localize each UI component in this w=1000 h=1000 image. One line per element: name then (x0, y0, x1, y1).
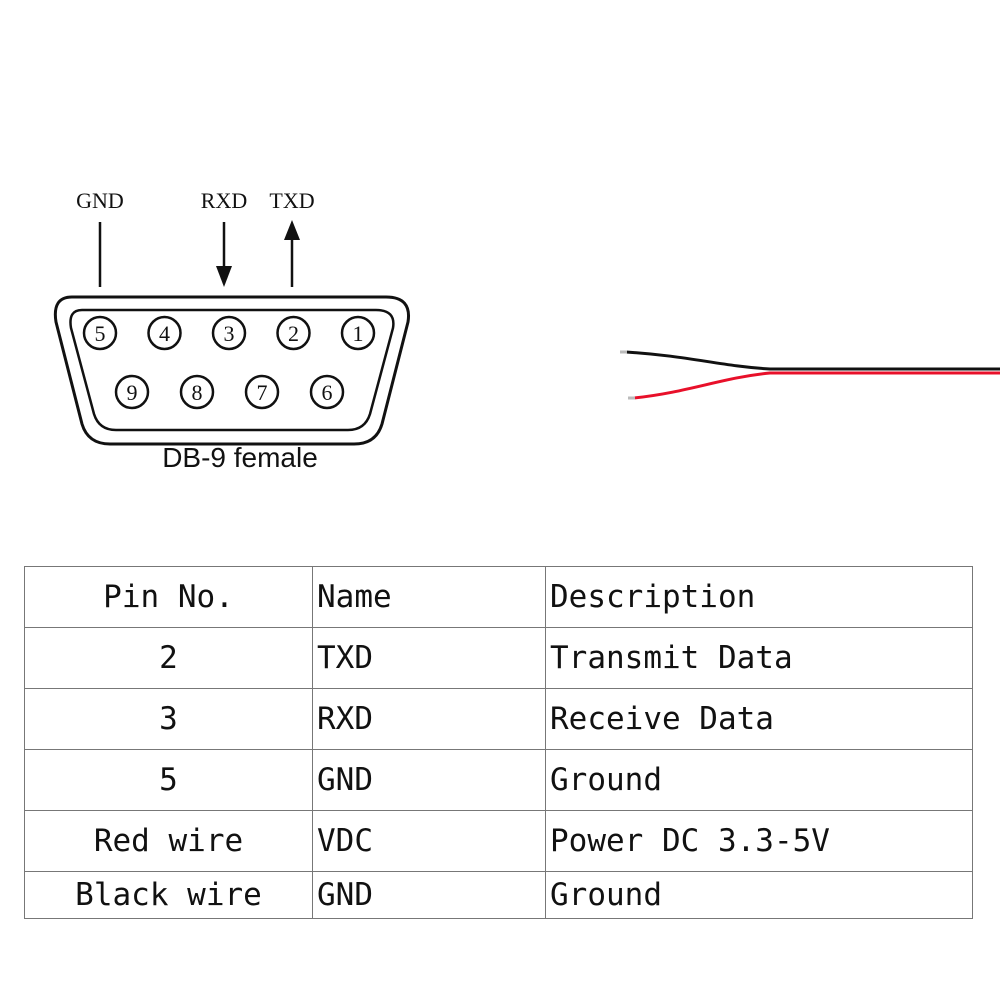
cell-name: VDC (312, 810, 546, 872)
pin-socket-icon (114, 374, 150, 410)
pin-number: 9 (127, 380, 138, 405)
table-row: Red wire VDC Power DC 3.3-5V (24, 810, 973, 872)
pin-socket-icon (244, 374, 280, 410)
cell-name: GND (312, 749, 546, 811)
header-name: Name (312, 566, 546, 628)
pin-number: 6 (322, 380, 333, 405)
table-row: 2 TXD Transmit Data (24, 627, 973, 689)
cell-description: Receive Data (545, 688, 973, 750)
pin-socket-icon (147, 315, 182, 351)
pin-number: 1 (353, 321, 364, 346)
header-pin-no: Pin No. (24, 566, 313, 628)
table-row: Black wire GND Ground (24, 871, 973, 919)
gnd-label: GND (76, 188, 124, 213)
pin-number: 5 (95, 321, 106, 346)
cell-pin: Black wire (24, 871, 313, 919)
cell-pin: 5 (24, 749, 313, 811)
pin-number: 7 (257, 380, 268, 405)
cell-pin: 3 (24, 688, 313, 750)
table-row: 5 GND Ground (24, 749, 973, 811)
cable (620, 350, 1000, 400)
pinout-table: Pin No. Name Description 2 TXD Transmit … (24, 566, 973, 919)
cell-description: Ground (545, 871, 973, 919)
connector-pins: 5 4 3 2 1 9 8 7 6 (82, 315, 376, 410)
pin-socket-icon (82, 315, 118, 351)
pin-number: 2 (288, 321, 299, 346)
table-row: 3 RXD Receive Data (24, 688, 973, 750)
cell-pin: Red wire (24, 810, 313, 872)
connector-diagram: GND RXD TXD 5 4 3 2 1 9 8 7 6 DB-9 female (53, 188, 1000, 473)
pin-number: 4 (159, 321, 170, 346)
txd-label: TXD (269, 188, 314, 213)
cell-name: RXD (312, 688, 546, 750)
txd-arrow-icon (284, 220, 300, 287)
pin-9: 9 (114, 374, 150, 410)
pin-number: 3 (224, 321, 235, 346)
pin-2: 2 (276, 315, 311, 351)
cell-description: Ground (545, 749, 973, 811)
cell-name: TXD (312, 627, 546, 689)
pin-socket-icon (340, 315, 376, 351)
pin-3: 3 (211, 315, 247, 351)
pin-socket-icon (211, 315, 247, 351)
pin-5: 5 (82, 315, 118, 351)
rxd-label: RXD (201, 188, 247, 213)
pin-7: 7 (244, 374, 280, 410)
black-wire (625, 350, 1000, 371)
table-header-row: Pin No. Name Description (24, 566, 973, 628)
pin-socket-icon (276, 315, 311, 351)
pin-4: 4 (147, 315, 182, 351)
pin-8: 8 (179, 374, 215, 410)
pin-socket-icon (309, 374, 345, 410)
pin-1: 1 (340, 315, 376, 351)
cell-pin: 2 (24, 627, 313, 689)
cell-name: GND (312, 871, 546, 919)
rxd-arrow-icon (216, 222, 232, 287)
cell-description: Transmit Data (545, 627, 973, 689)
pin-socket-icon (179, 374, 215, 410)
header-description: Description (545, 566, 973, 628)
connector-caption: DB-9 female (162, 442, 318, 473)
red-wire (633, 371, 1000, 400)
pin-number: 8 (192, 380, 203, 405)
cell-description: Power DC 3.3-5V (545, 810, 973, 872)
pin-6: 6 (309, 374, 345, 410)
